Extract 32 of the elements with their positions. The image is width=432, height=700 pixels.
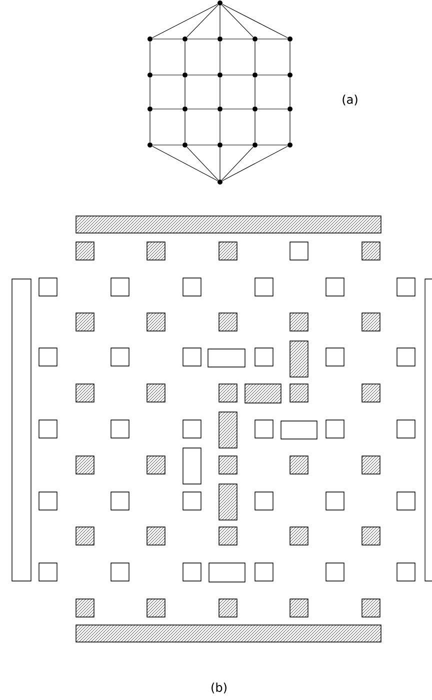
graph-edge <box>187 144 218 146</box>
graph-edge <box>186 146 218 180</box>
graph-edge <box>152 144 183 146</box>
graph-edge <box>187 38 218 40</box>
graph-edge <box>184 111 186 143</box>
graph-edge <box>152 4 218 38</box>
graph-edge <box>152 74 183 76</box>
graph-edge <box>254 41 256 73</box>
graph-edge <box>222 74 253 76</box>
panel-label: (b) <box>212 682 226 694</box>
panel-label: (a) <box>342 94 358 106</box>
graph-edge <box>222 38 253 40</box>
graph-edge <box>184 41 186 73</box>
graph-edge <box>184 77 186 107</box>
graph-edge <box>257 74 288 76</box>
graph-edge <box>257 108 288 110</box>
graph-edge <box>222 108 253 110</box>
graph-edge <box>187 74 218 76</box>
graph-edge <box>222 4 254 38</box>
graph-edge <box>152 38 183 40</box>
graph-edge <box>186 4 218 38</box>
graph-edge <box>257 38 288 40</box>
graph-edge <box>152 108 183 110</box>
graph-edge <box>222 4 288 38</box>
graph-edge <box>222 144 253 146</box>
graph-edge <box>254 77 256 107</box>
graph-edge <box>187 108 218 110</box>
graph-edge <box>254 111 256 143</box>
graph-edge <box>152 146 218 182</box>
graph-edge <box>257 144 288 146</box>
graph-edge <box>222 146 288 182</box>
graph-edge <box>222 146 254 180</box>
